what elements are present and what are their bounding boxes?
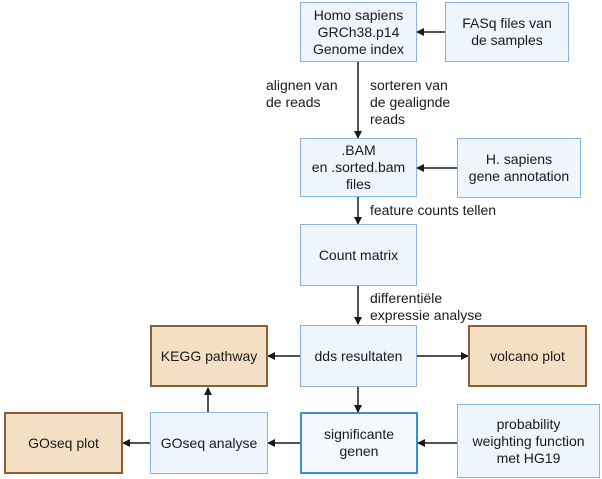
gene-annotation-node: H. sapiens gene annotation [457, 138, 581, 198]
count-matrix-node: Count matrix [300, 224, 417, 286]
volcano-plot-node: volcano plot [468, 325, 587, 387]
fasq-files-node: FASq files van de samples [445, 2, 569, 62]
kegg-pathway-node: KEGG pathway [150, 325, 268, 387]
significant-genes-node: significante genen [300, 412, 418, 474]
align-label: alignen van de reads [266, 77, 338, 110]
sort-label: sorteren van de gealignde reads [370, 77, 451, 127]
pwf-node: probability weighting function met HG19 [457, 404, 600, 478]
goseq-analysis-node: GOseq analyse [150, 412, 268, 474]
genome-index-node: Homo sapiens GRCh38.p14 Genome index [300, 2, 417, 62]
bam-files-node: .BAM en .sorted.bam files [300, 138, 417, 197]
feature-counts-label: feature counts tellen [370, 202, 497, 218]
goseq-plot-node: GOseq plot [4, 412, 123, 474]
differential-label: differentiële expressie analyse [370, 290, 483, 323]
dds-results-node: dds resultaten [300, 325, 417, 387]
